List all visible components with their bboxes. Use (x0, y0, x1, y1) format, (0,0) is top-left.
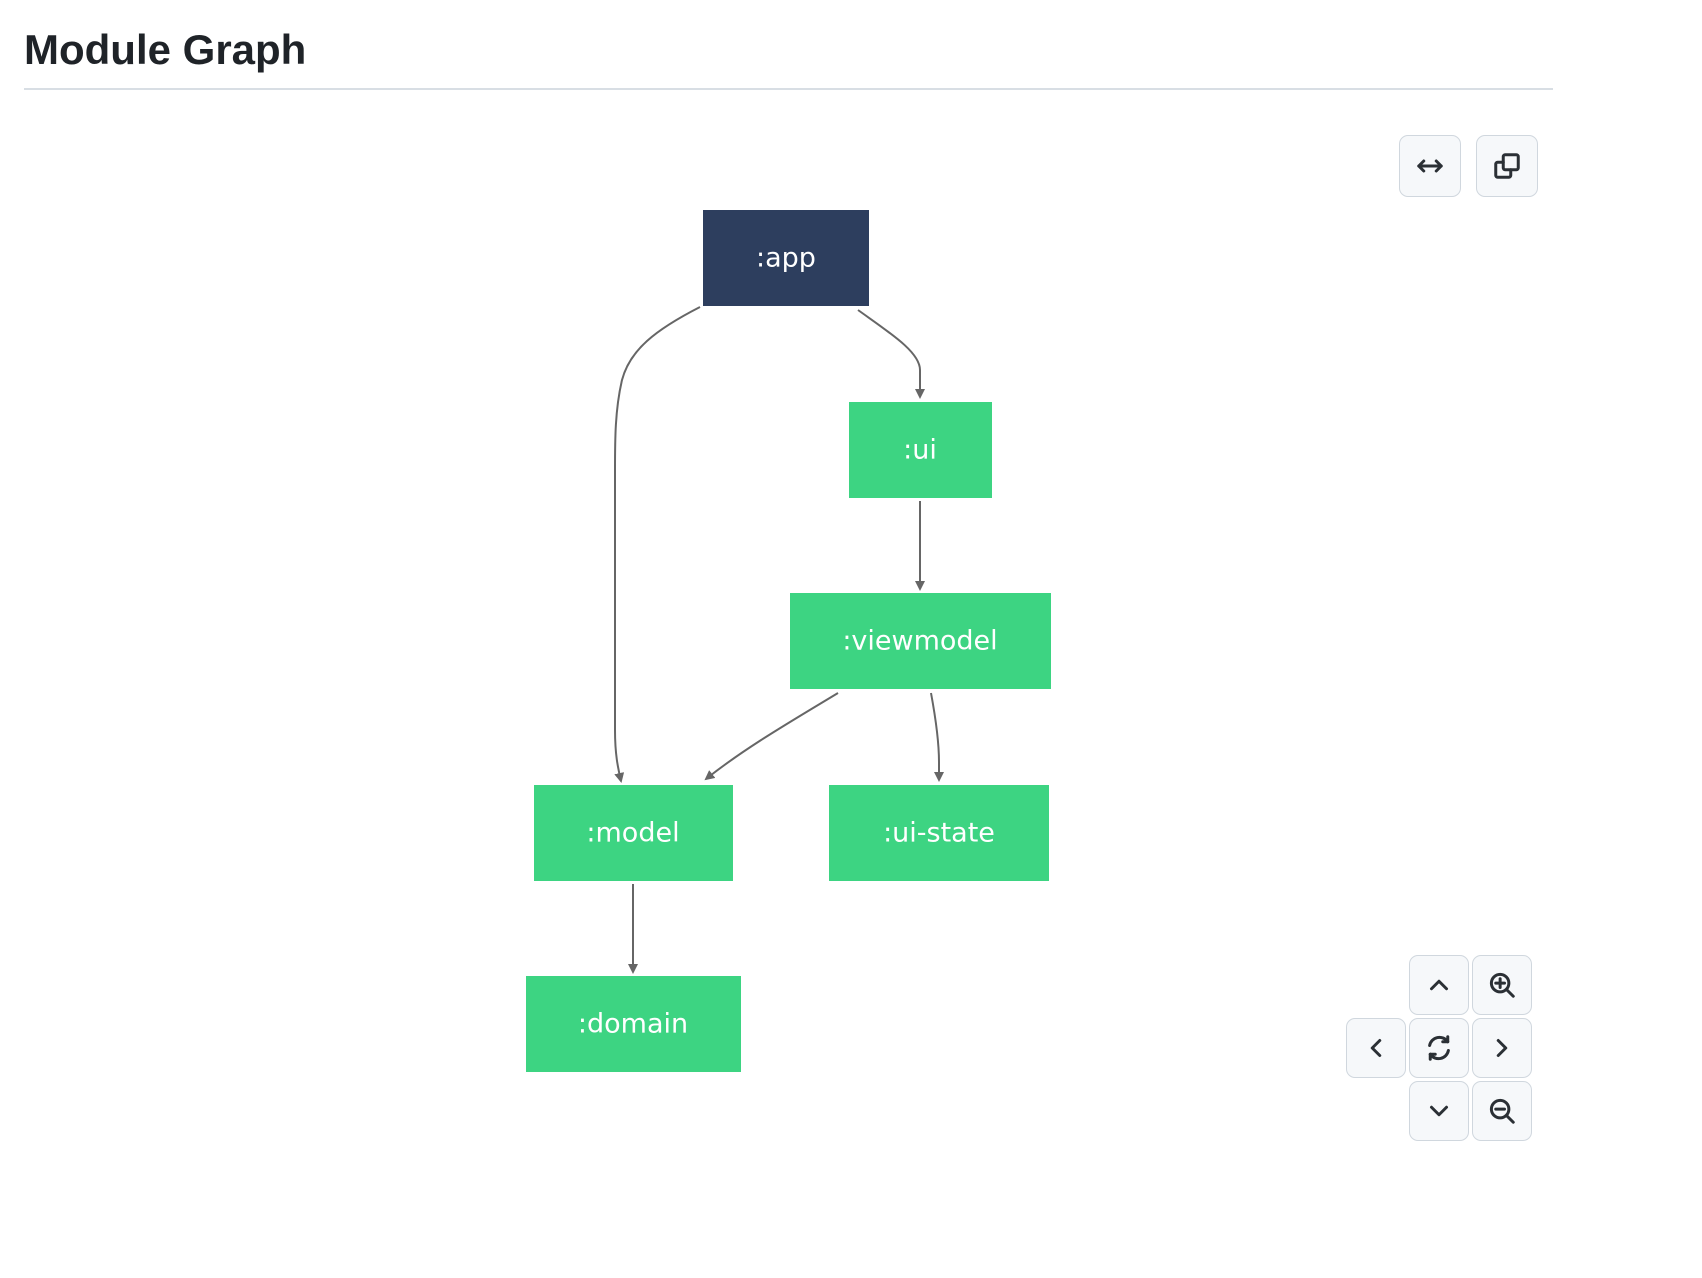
node-app-label: :app (756, 243, 816, 274)
edge-viewmodel-uistate (931, 693, 939, 780)
copy-icon (1492, 151, 1522, 181)
chevron-up-icon (1424, 970, 1454, 1000)
edge-viewmodel-model (706, 693, 838, 779)
edge-app-ui (858, 310, 920, 397)
node-app[interactable]: :app (703, 210, 869, 306)
edge-app-model (615, 307, 700, 781)
refresh-icon (1424, 1033, 1454, 1063)
node-domain[interactable]: :domain (526, 976, 741, 1072)
node-viewmodel[interactable]: :viewmodel (790, 593, 1051, 689)
node-domain-label: :domain (578, 1009, 688, 1040)
fit-width-button[interactable] (1399, 135, 1461, 197)
pan-down-button[interactable] (1409, 1081, 1469, 1141)
chevron-down-icon (1424, 1096, 1454, 1126)
node-ui[interactable]: :ui (849, 402, 992, 498)
node-model[interactable]: :model (534, 785, 733, 881)
chevron-left-icon (1361, 1033, 1391, 1063)
graph-nodes: :app :ui :viewmodel :model :ui-state :do… (526, 210, 1051, 1072)
pan-right-button[interactable] (1472, 1018, 1532, 1078)
node-model-label: :model (586, 818, 679, 849)
zoom-out-button[interactable] (1472, 1081, 1532, 1141)
zoom-out-icon (1487, 1096, 1517, 1126)
pan-left-button[interactable] (1346, 1018, 1406, 1078)
horizontal-arrows-icon (1415, 151, 1445, 181)
chevron-right-icon (1487, 1033, 1517, 1063)
node-viewmodel-label: :viewmodel (842, 626, 997, 657)
reset-view-button[interactable] (1409, 1018, 1469, 1078)
pan-up-button[interactable] (1409, 955, 1469, 1015)
copy-button[interactable] (1476, 135, 1538, 197)
node-ui-state[interactable]: :ui-state (829, 785, 1049, 881)
zoom-in-icon (1487, 970, 1517, 1000)
zoom-in-button[interactable] (1472, 955, 1532, 1015)
node-ui-label: :ui (903, 435, 937, 466)
node-ui-state-label: :ui-state (883, 818, 995, 849)
